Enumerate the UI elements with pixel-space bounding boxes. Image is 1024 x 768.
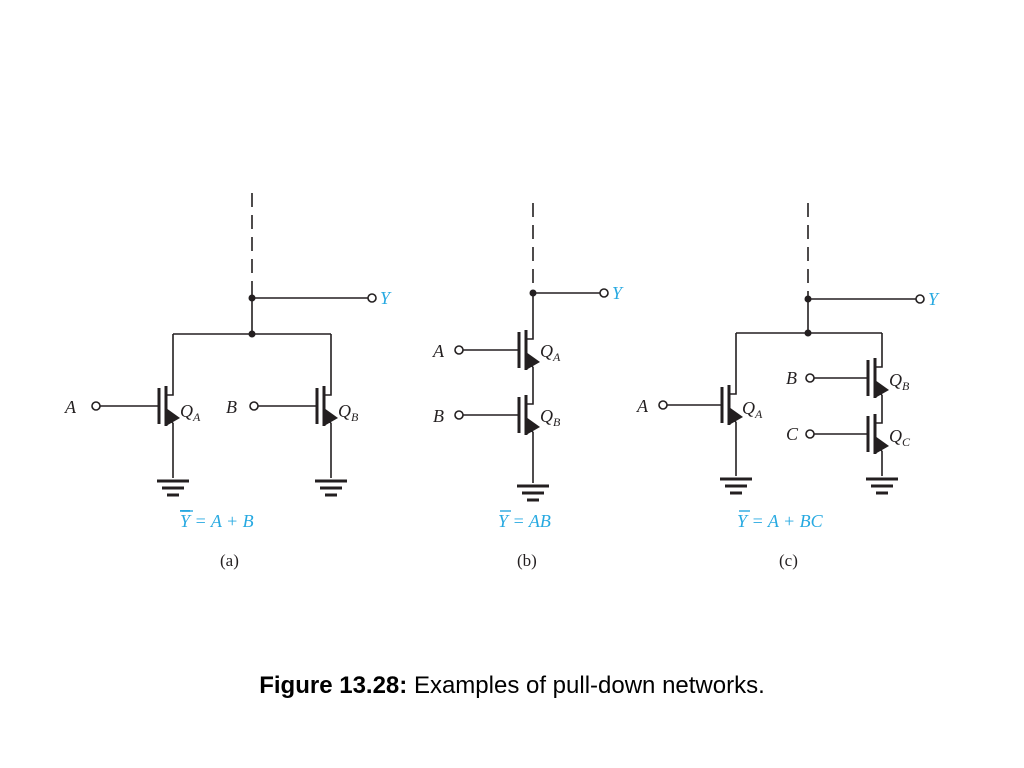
panel-b-labels: Y A QA B QB Y = AB (b) [432,283,624,570]
input-terminal-a [658,400,668,410]
figure-caption-text: Examples of pull-down networks. [407,672,765,699]
input-label-a: A [432,341,445,361]
nmos-transistor-qa [130,367,182,428]
pull-down-networks-diagram: Y A QA B QB Y = A + B (a) Y A QA [64,193,940,570]
output-terminal [367,293,377,303]
output-terminal [599,288,609,298]
junction-dot [529,289,537,297]
input-terminal-a [91,401,101,411]
input-label-c: C [786,424,799,444]
panel-a-labels: Y A QA B QB Y = A + B (a) [64,288,392,570]
output-label: Y [928,289,940,309]
transistor-label-qa: QA [540,341,561,364]
input-label-b: B [433,406,444,426]
transistor-label-qb: QB [540,406,561,429]
ground-icon [155,479,191,497]
transistor-label-qb: QB [338,401,359,424]
output-terminal [915,294,925,304]
nmos-transistor-qb [288,367,340,428]
ground-icon [718,477,754,495]
panel-label: (c) [779,551,798,570]
input-label-a: A [636,396,649,416]
output-label: Y [612,283,624,303]
panel-label: (a) [220,551,239,570]
ground-icon [515,484,551,502]
panel-c [658,203,925,495]
transistor-label-qa: QA [742,398,763,421]
figure-caption: Figure 13.28: Examples of pull-down netw… [0,672,1024,700]
nmos-transistor-qb [839,339,891,400]
nmos-transistor-qb [490,376,542,437]
input-terminal-c [805,429,815,439]
nmos-transistor-qa [490,311,542,372]
junction-dot [804,329,812,337]
panel-b [454,203,609,502]
ground-icon [313,479,349,497]
input-label-b: B [226,397,237,417]
transistor-label-qc: QC [889,426,911,449]
panel-c-labels: Y A QA B QB C QC Y = A + BC (c) [636,289,940,570]
output-label: Y [380,288,392,308]
equation: Y = A + BC [737,511,824,531]
input-terminal-a [454,345,464,355]
nmos-transistor-qc [839,395,891,456]
equation: Y = AB [498,511,551,531]
input-terminal-b [805,373,815,383]
input-label-b: B [786,368,797,388]
panel-a [91,193,377,497]
figure-number: Figure 13.28: [259,672,408,699]
input-terminal-b [454,410,464,420]
junction-dot [248,330,256,338]
transistor-label-qa: QA [180,401,201,424]
input-label-a: A [64,397,77,417]
junction-dot [804,295,812,303]
junction-dot [248,294,256,302]
nmos-transistor-qa [693,366,745,427]
input-terminal-b [249,401,259,411]
ground-icon [864,477,900,495]
equation: Y = A + B [180,511,254,531]
panel-label: (b) [517,551,537,570]
transistor-label-qb: QB [889,370,910,393]
